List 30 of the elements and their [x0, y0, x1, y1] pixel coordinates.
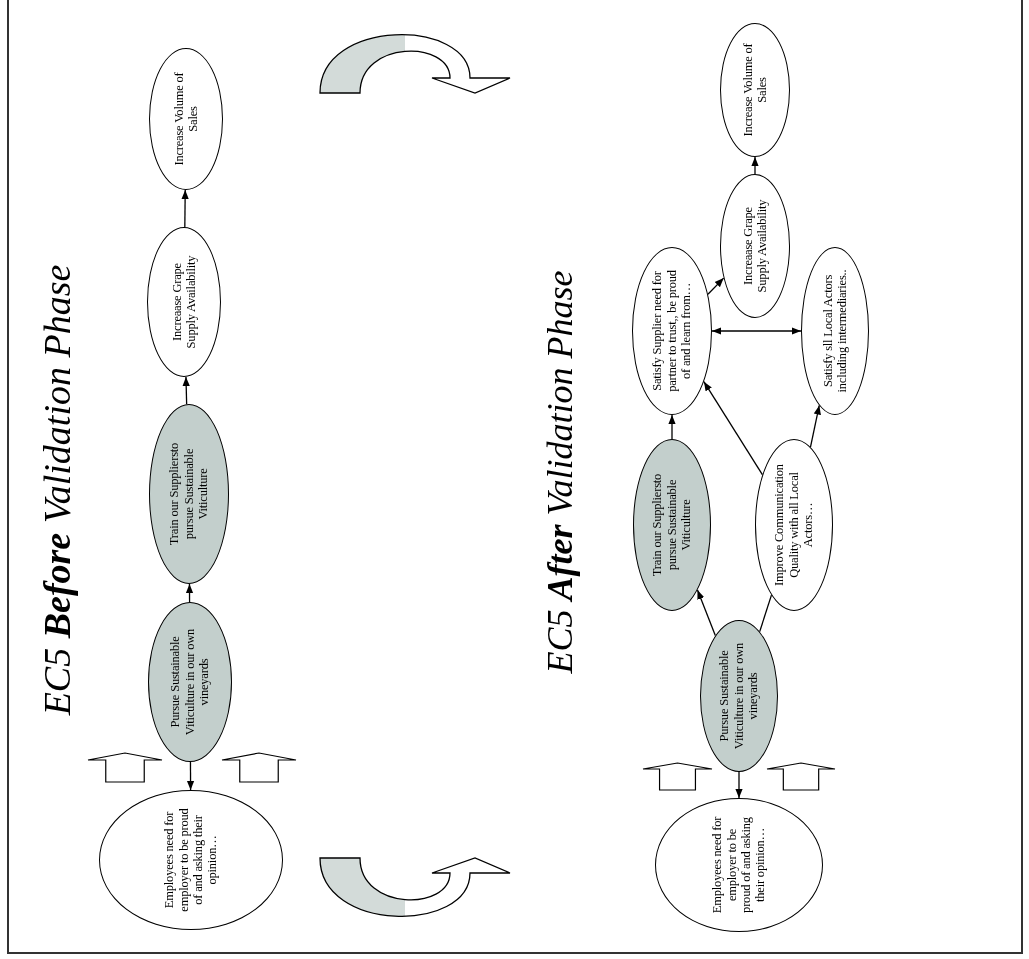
node-text: Train our Suppliersto pursue Sustainable Viticulture: [167, 441, 211, 548]
node-text: Increase Volume of Sales: [171, 71, 201, 168]
node-text: Employees need for employer to be proud of and asking their opinion…: [162, 808, 220, 912]
node-text: Satisfy Supplier need for partner to trust,, be proud of and learn from…: [650, 269, 694, 394]
block-arrow: [87, 752, 163, 783]
node-text: Pursue Sustainable Viticulture in our own vineyards: [168, 627, 212, 738]
arrow: [711, 327, 802, 335]
node-text: Increaase Grape Supply Availability: [169, 254, 199, 351]
arrow: [181, 189, 189, 228]
arrow: [809, 404, 821, 448]
arrow: [185, 583, 194, 603]
node-text: Increaase Grape Supply Availability: [740, 198, 770, 295]
arrow: [668, 414, 676, 440]
arrow: [182, 376, 190, 405]
block-arrow: [766, 762, 836, 791]
arrow: [751, 156, 759, 175]
node-text: Train our Suppliersto pursue Sustainable Viticulture: [650, 472, 694, 579]
node-text: Improve Communication Quality with all Local Actors…: [772, 463, 816, 588]
arrow: [186, 761, 195, 791]
phase-title: EC5 Before Validation Phase: [38, 263, 76, 718]
block-arrow: [221, 752, 297, 783]
node-text: Pursue Sustainable Viticulture in our own vineyards: [717, 641, 761, 752]
node-text: Increase Volume of Sales: [740, 42, 770, 139]
arrow: [696, 589, 716, 637]
block-arrow: [642, 762, 713, 791]
arrow: [735, 771, 743, 799]
arrow: [703, 381, 763, 476]
phase-title: EC5 After Validation Phase: [542, 269, 578, 676]
node-text: Employees need for employer to be proud of and asking their opinion…: [710, 815, 768, 915]
node-text: Satisfy sll Local Actors including intermediaries..: [820, 268, 850, 394]
